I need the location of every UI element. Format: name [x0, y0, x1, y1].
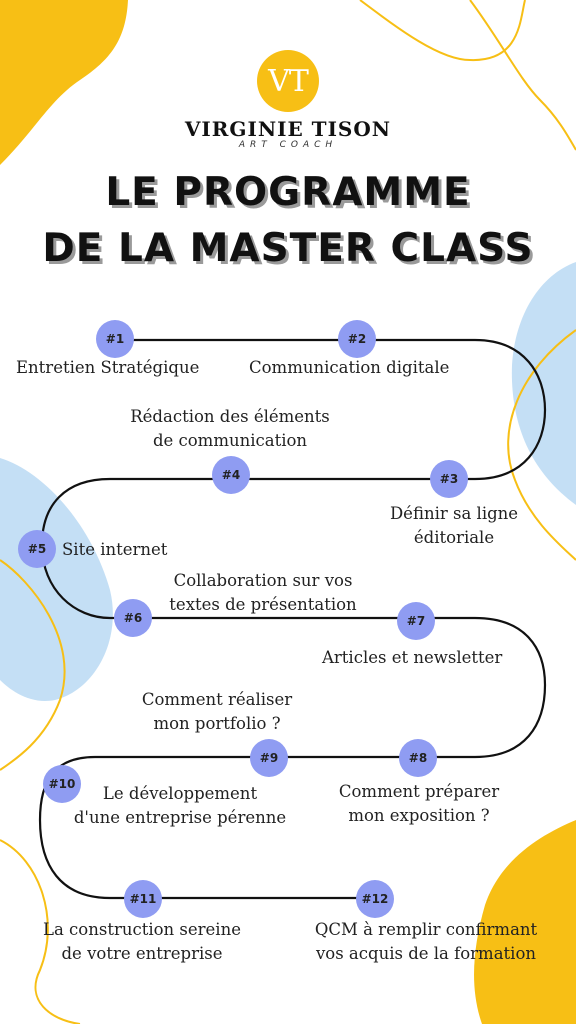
step-label-11-line1: La construction sereine	[43, 920, 241, 939]
step-label-3-line2: éditoriale	[413, 528, 495, 547]
step-node-1: #1	[96, 320, 134, 358]
step-node-11: #11	[124, 880, 162, 918]
step-label-6-line1: Collaboration sur vos	[173, 571, 353, 590]
step-label-3: Définir sa ligne éditoriale	[372, 502, 536, 550]
step-label-12-line2: vos acquis de la formation	[315, 944, 537, 963]
brand-subtitle: ART COACH	[238, 140, 338, 150]
step-node-4: #4	[212, 456, 250, 494]
step-label-3-line1: Définir sa ligne	[389, 504, 519, 523]
page-title-line2: DE LA MASTER CLASS	[42, 226, 534, 271]
brand-name: VIRGINIE TISON	[184, 117, 392, 141]
step-node-3: #3	[430, 460, 468, 498]
step-label-10: Le développement d'une entreprise pérenn…	[60, 782, 300, 830]
step-label-11: La construction sereine de votre entrepr…	[32, 918, 252, 966]
blue-blob-right	[511, 262, 576, 505]
step-label-9: Comment réaliser mon portfolio ?	[110, 688, 324, 736]
step-label-2: Communication digitale	[249, 358, 450, 377]
step-node-12: #12	[356, 880, 394, 918]
step-label-8-line2: mon exposition ?	[348, 806, 490, 825]
page-title-line1: LE PROGRAMME	[105, 170, 471, 215]
step-label-5: Site internet	[62, 540, 168, 559]
step-label-1: Entretien Stratégique	[16, 358, 200, 377]
yellow-line-bottom-left	[0, 839, 81, 1024]
step-label-6-line2: textes de présentation	[169, 595, 357, 614]
step-label-10-line2: d'une entreprise pérenne	[73, 808, 287, 827]
yellow-line-top-right	[359, 0, 576, 151]
step-node-5: #5	[18, 530, 56, 568]
step-node-2: #2	[338, 320, 376, 358]
step-label-9-line2: mon portfolio ?	[153, 714, 281, 733]
step-node-9: #9	[250, 739, 288, 777]
logo-monogram: VT	[257, 50, 319, 112]
yellow-blob-bottom-right	[474, 820, 576, 1024]
yellow-line-right	[507, 329, 576, 561]
step-label-10-line1: Le développement	[102, 784, 258, 803]
step-node-7: #7	[397, 602, 435, 640]
step-node-10: #10	[43, 765, 81, 803]
step-label-6: Collaboration sur vos textes de présenta…	[148, 569, 378, 617]
yellow-line-left	[0, 559, 66, 771]
step-label-12-line1: QCM à remplir confirmant	[314, 920, 538, 939]
yellow-blob-top-left	[0, 0, 128, 165]
step-node-8: #8	[399, 739, 437, 777]
step-label-11-line2: de votre entreprise	[61, 944, 223, 963]
step-label-8: Comment préparer mon exposition ?	[326, 780, 512, 828]
step-label-4-line2: de communication	[152, 431, 308, 450]
step-label-7: Articles et newsletter	[322, 648, 503, 667]
step-label-12: QCM à remplir confirmant vos acquis de l…	[298, 918, 554, 966]
step-label-9-line1: Comment réaliser	[141, 690, 293, 709]
step-label-4-line1: Rédaction des éléments	[130, 407, 330, 426]
step-label-8-line1: Comment préparer	[338, 782, 500, 801]
step-node-6: #6	[114, 599, 152, 637]
blue-blob-left	[0, 458, 113, 701]
step-label-4: Rédaction des éléments de communication	[110, 405, 350, 453]
